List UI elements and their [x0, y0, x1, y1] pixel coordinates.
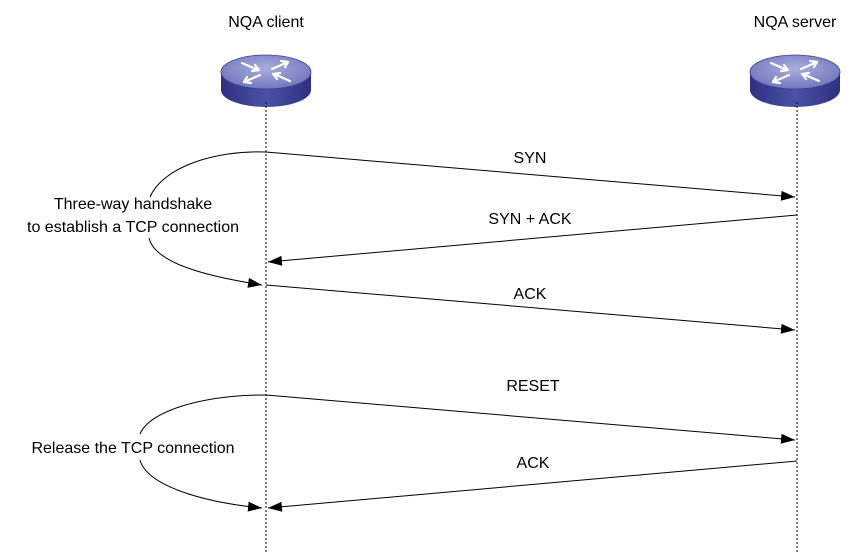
message-label-syn-ack: SYN + ACK	[488, 211, 571, 228]
message-arrow-syn	[265, 151, 796, 201]
message-label-ack-2: ACK	[517, 455, 550, 472]
message-arrow-ack-2	[267, 460, 798, 512]
router-icon	[219, 53, 313, 109]
handshake-annotation-line1: Three-way handshake	[54, 196, 212, 213]
message-label-ack-1: ACK	[514, 286, 547, 303]
release-annotation: Release the TCP connection	[31, 440, 234, 457]
server-label: NQA server	[754, 14, 837, 31]
message-label-syn: SYN	[514, 150, 547, 167]
message-arrow-ack-1	[265, 284, 796, 334]
release-brace	[139, 394, 266, 508]
handshake-annotation-line2: to establish a TCP connection	[27, 219, 239, 236]
handshake-brace	[148, 151, 266, 285]
message-label-reset: RESET	[506, 378, 560, 395]
message-arrow-reset	[265, 394, 796, 444]
router-icon	[748, 53, 842, 109]
client-label: NQA client	[228, 14, 304, 31]
message-arrow-syn-ack	[267, 214, 798, 266]
